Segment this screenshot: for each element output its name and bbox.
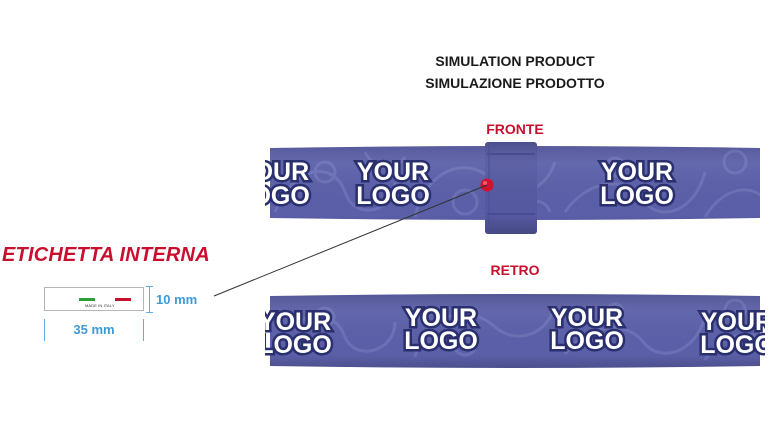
back-logo-1-line2: LOGO [265, 331, 332, 359]
back-band-illustration: YOUR LOGO YOUR LOGO YOUR LOGO YOUR LOGO [265, 294, 765, 368]
front-label: FRONTE [486, 121, 544, 137]
height-dimension-line [149, 286, 150, 313]
inner-label-title: ETICHETTA INTERNA [2, 244, 210, 266]
width-dimension-tick-left [44, 319, 45, 341]
front-logo-2-line2: LOGO [356, 182, 430, 210]
title-line-2: SIMULAZIONE PRODOTTO [425, 75, 605, 91]
title-line-1: SIMULATION PRODUCT [435, 53, 595, 69]
back-logo-2-line2: LOGO [404, 327, 478, 355]
back-logo-4-line1: YOUR [701, 308, 765, 336]
back-logo-2-line1: YOUR [405, 304, 477, 332]
made-in-text: MADE IN ITALY [85, 303, 115, 308]
back-label: RETRO [490, 262, 540, 278]
front-logo-3-line2: LOGO [600, 182, 674, 210]
front-logo-3-line1: YOUR [601, 158, 673, 186]
height-dimension-cap-top [146, 286, 153, 287]
height-dimension-text: 10 mm [156, 292, 198, 307]
inner-label-tag: MADE IN ITALY [44, 287, 144, 311]
flag-green-stripe [79, 298, 95, 301]
back-logo-4-line2: LOGO [700, 331, 765, 359]
back-logo-3-line2: LOGO [550, 327, 624, 355]
width-dimension-text: 35 mm [73, 322, 115, 337]
back-logo-3-line1: YOUR [551, 304, 623, 332]
front-logo-1-line1: YOUR [265, 158, 309, 186]
back-logo-1-line1: YOUR [265, 308, 331, 336]
flag-red-stripe [115, 298, 131, 301]
front-logo-2-line1: YOUR [357, 158, 429, 186]
height-dimension-cap-bottom [146, 312, 153, 313]
width-dimension-tick-right [143, 319, 144, 341]
front-band-illustration: YOUR LOGO YOUR LOGO YOUR LOGO [265, 142, 760, 234]
front-logo-1-line2: LOGO [265, 182, 310, 210]
